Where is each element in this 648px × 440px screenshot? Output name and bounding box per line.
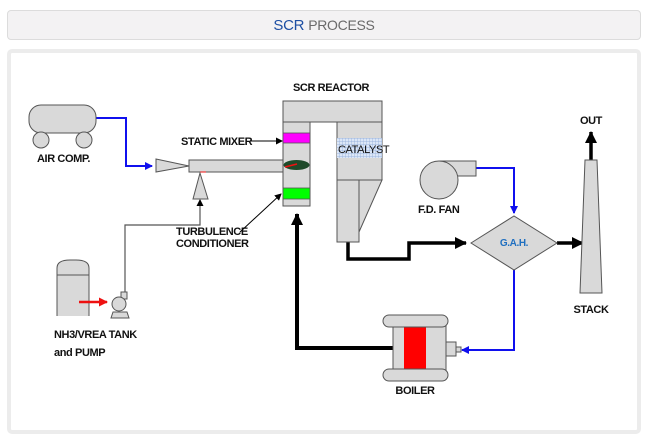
catalyst-bed bbox=[337, 138, 382, 158]
label-tank-1: NH3/VREA TANK bbox=[54, 329, 137, 341]
label-out: OUT bbox=[580, 115, 603, 127]
label-static-mixer: STATIC MIXER bbox=[181, 136, 253, 148]
mixing-duct bbox=[188, 159, 285, 173]
turbulence-conditioner-element bbox=[282, 187, 311, 200]
reactor-hopper bbox=[336, 179, 360, 243]
air-compressor bbox=[28, 104, 97, 149]
mixer-disc-highlight bbox=[284, 163, 298, 168]
air-compressor-wheel-left bbox=[32, 131, 50, 149]
boiler-core bbox=[404, 326, 426, 372]
static-mixer-element bbox=[282, 132, 311, 144]
fd-fan bbox=[419, 160, 477, 200]
label-stack: STACK bbox=[573, 304, 609, 316]
reactor-hopper-taper bbox=[358, 179, 383, 233]
gas-air-heater bbox=[470, 215, 558, 271]
injection-nozzle bbox=[155, 158, 190, 173]
title-accent: SCR bbox=[273, 16, 305, 34]
combustion-air-fan-to-gah bbox=[476, 167, 518, 214]
air-compressor-wheel-right bbox=[75, 131, 93, 149]
air-compressor-tank bbox=[28, 104, 97, 134]
air-supply-line bbox=[95, 117, 153, 170]
fd-fan-housing bbox=[419, 160, 459, 200]
label-fd-fan: F.D. FAN bbox=[418, 204, 460, 216]
pump-base bbox=[110, 311, 130, 319]
label-scr-reactor: SCR REACTOR bbox=[293, 82, 370, 94]
label-catalyst: CATALYST bbox=[338, 144, 390, 156]
ammonia-pump bbox=[110, 291, 130, 319]
turbulence-conditioner-callout bbox=[239, 193, 282, 233]
flue-gas-boiler-to-reactor bbox=[291, 213, 393, 350]
ammonia-tank bbox=[56, 259, 90, 316]
page-header: SCR PROCESS bbox=[7, 10, 641, 40]
boiler-top-drum bbox=[382, 314, 449, 328]
combustion-air-gah-to-boiler bbox=[461, 270, 515, 354]
boiler-bottom-drum bbox=[382, 368, 449, 382]
label-tank-2: and PUMP bbox=[54, 347, 105, 359]
flue-gas-reactor-to-gah bbox=[346, 237, 467, 261]
scr-reactor bbox=[282, 100, 383, 243]
boiler bbox=[382, 314, 462, 382]
boiler-burner-tip bbox=[455, 346, 462, 353]
ammonia-feed-line bbox=[124, 199, 204, 295]
label-turbulence-1: TURBULENCE bbox=[176, 226, 248, 238]
stack bbox=[579, 159, 603, 294]
label-boiler: BOILER bbox=[395, 385, 435, 397]
reactor-top-duct bbox=[282, 100, 383, 123]
mixer-disc bbox=[283, 160, 310, 170]
ammonia-injection-cone bbox=[192, 171, 209, 200]
pump-casing bbox=[111, 296, 127, 312]
boiler-burner bbox=[445, 341, 457, 357]
label-turbulence-2: CONDITIONER bbox=[176, 238, 249, 250]
title-rest: PROCESS bbox=[308, 17, 375, 33]
ammonia-tank-body bbox=[56, 259, 90, 316]
label-air-comp: AIR COMP. bbox=[37, 153, 90, 165]
label-gah: G.A.H. bbox=[500, 238, 529, 249]
